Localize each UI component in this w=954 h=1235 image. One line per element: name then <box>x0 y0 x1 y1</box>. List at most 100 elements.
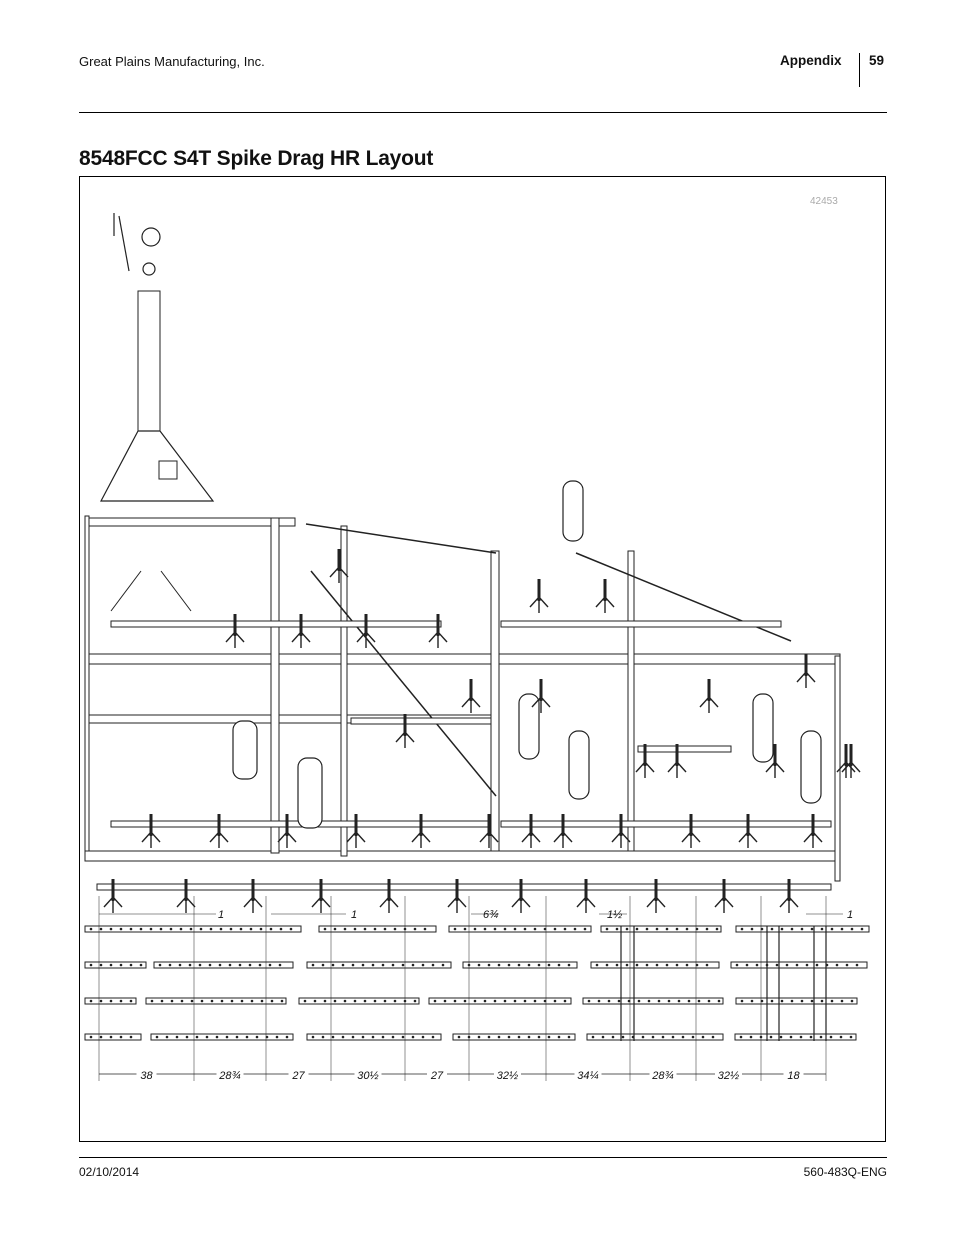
spike-tooth <box>393 999 397 1003</box>
spike-tooth <box>835 963 839 967</box>
spike-tooth <box>421 1035 425 1039</box>
tool-bar <box>637 745 732 753</box>
spike-tooth <box>849 1035 853 1039</box>
sweep <box>209 830 229 848</box>
sweep <box>176 895 196 913</box>
spike-tooth <box>503 999 507 1003</box>
sweep <box>531 695 551 713</box>
spike-tooth <box>740 927 744 931</box>
dimension-label: 32½ <box>497 1070 518 1082</box>
sweep <box>765 760 785 778</box>
frame-post <box>490 550 500 852</box>
spike-tooth <box>189 927 193 931</box>
spike-drag-bar <box>84 925 302 933</box>
spike-tooth <box>513 927 517 931</box>
spike-tooth <box>810 927 814 931</box>
spike-drag-bar <box>428 997 572 1005</box>
spike-tooth <box>433 999 437 1003</box>
spike-tooth <box>323 927 327 931</box>
spike-tooth <box>119 999 123 1003</box>
spike-tooth <box>517 963 521 967</box>
sweep <box>395 730 415 748</box>
sweep <box>714 895 734 913</box>
spike-tooth <box>760 999 764 1003</box>
spike-tooth <box>805 963 809 967</box>
spike-tooth <box>573 927 577 931</box>
spike-tooth <box>770 999 774 1003</box>
spike-tooth <box>129 1035 133 1039</box>
spike-tooth <box>331 1035 335 1039</box>
spike-tooth <box>333 999 337 1003</box>
spike-tooth <box>711 1035 715 1039</box>
spike-tooth <box>615 927 619 931</box>
tool-bar <box>110 620 442 628</box>
spike-drag-bar <box>84 1033 142 1041</box>
spike-tooth <box>513 999 517 1003</box>
spike-tooth <box>543 999 547 1003</box>
sweep <box>346 830 366 848</box>
tool-bar <box>500 820 832 828</box>
header-divider <box>859 53 860 87</box>
spike-tooth <box>705 963 709 967</box>
spike-tooth <box>750 999 754 1003</box>
spike-tooth <box>645 963 649 967</box>
spike-tooth <box>149 927 153 931</box>
spike-tooth <box>353 927 357 931</box>
spike-tooth <box>533 927 537 931</box>
spike-drag-bar <box>586 1033 724 1041</box>
sweep <box>836 760 856 778</box>
spike-tooth <box>527 963 531 967</box>
tongue <box>137 290 161 432</box>
spike-tooth <box>200 999 204 1003</box>
sweep <box>428 630 448 648</box>
spike-tooth <box>840 927 844 931</box>
spike-tooth <box>99 999 103 1003</box>
spike-tooth <box>769 1035 773 1039</box>
spike-tooth <box>647 999 651 1003</box>
hitch-box <box>158 460 178 480</box>
spacing-label: 6¾ <box>483 909 498 921</box>
spike-tooth <box>205 1035 209 1039</box>
sweep <box>635 760 655 778</box>
spike-tooth <box>323 999 327 1003</box>
spike-tooth <box>487 1035 491 1039</box>
spike-tooth <box>855 963 859 967</box>
spike-tooth <box>441 963 445 967</box>
spike-tooth <box>707 999 711 1003</box>
sweep <box>529 595 549 613</box>
spacing-label: 1 <box>847 909 853 921</box>
spike-tooth <box>547 1035 551 1039</box>
spike-tooth <box>411 1035 415 1039</box>
diagonal-brace <box>575 552 792 642</box>
spike-tooth <box>800 999 804 1003</box>
spike-tooth <box>563 927 567 931</box>
spike-tooth <box>373 999 377 1003</box>
frame-post <box>270 517 280 854</box>
spike-tooth <box>109 1035 113 1039</box>
spike-tooth <box>845 963 849 967</box>
dimension-label: 34¼ <box>577 1070 598 1082</box>
spike-tooth <box>333 927 337 931</box>
spike-tooth <box>497 963 501 967</box>
frame-post <box>627 550 635 852</box>
spike-tooth <box>641 1035 645 1039</box>
spike-tooth <box>401 963 405 967</box>
spike-drag-bar <box>735 997 858 1005</box>
hitch-frame <box>100 430 215 502</box>
spike-tooth <box>595 963 599 967</box>
spike-tooth <box>179 927 183 931</box>
spike-tooth <box>591 1035 595 1039</box>
frame-post <box>340 525 348 857</box>
header-company: Great Plains Manufacturing, Inc. <box>79 54 265 69</box>
spike-tooth <box>665 963 669 967</box>
spike-drag-bar <box>448 925 592 933</box>
sweep <box>277 830 297 848</box>
spike-tooth <box>583 927 587 931</box>
spike-tooth <box>421 963 425 967</box>
spike-tooth <box>275 1035 279 1039</box>
spike-tooth <box>567 963 571 967</box>
spike-tooth <box>840 999 844 1003</box>
spike-tooth <box>850 927 854 931</box>
spike-tooth <box>248 963 252 967</box>
spike-tooth <box>391 1035 395 1039</box>
